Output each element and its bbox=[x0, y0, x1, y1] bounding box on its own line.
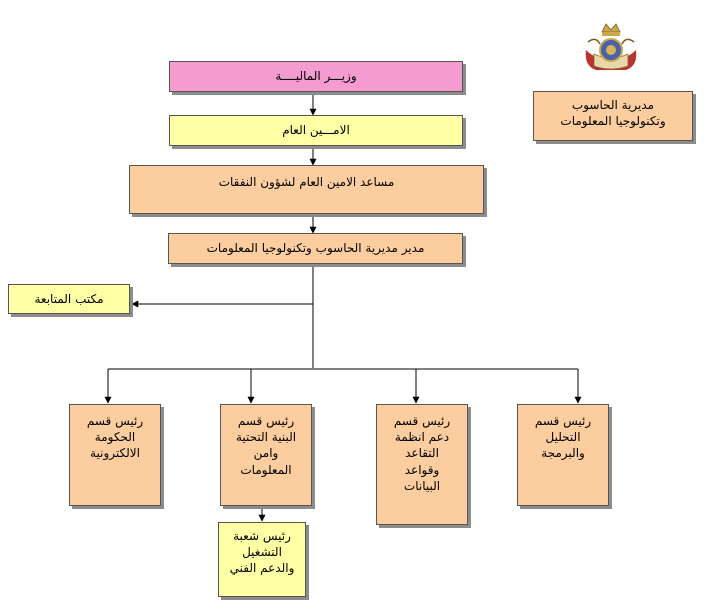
operations-support-section-box: رئيس شعبة التشغيل والدعم الفني bbox=[218, 522, 306, 597]
minister-box: وزيـــر الماليــــة bbox=[169, 61, 463, 92]
it-director-box: مدير مديرية الحاسوب وتكنولوجيا المعلومات bbox=[168, 233, 463, 264]
dept-egovernment-box: رئيس قسم الحكومة الالكترونية bbox=[69, 404, 161, 506]
header-directorate-box: مديرية الحاسوب وتكنولوجيا المعلومات bbox=[533, 91, 693, 141]
secretary-general-box: الامـــين العام bbox=[169, 115, 463, 146]
dept-retirement-systems-box: رئيس قسم دعم انظمة التقاعد وقواعد البيان… bbox=[376, 404, 468, 525]
assistant-secretary-general-box: مساعد الامين العام لشؤون النفقات bbox=[129, 165, 484, 214]
coat-of-arms-icon bbox=[585, 23, 637, 70]
dept-analysis-programming-box: رئيس قسم التحليل والبرمجة bbox=[517, 404, 609, 506]
followup-office-box: مكتب المتابعة bbox=[8, 284, 130, 314]
dept-infrastructure-box: رئيس قسم البنية التحتية وامن المعلومات bbox=[220, 404, 312, 506]
